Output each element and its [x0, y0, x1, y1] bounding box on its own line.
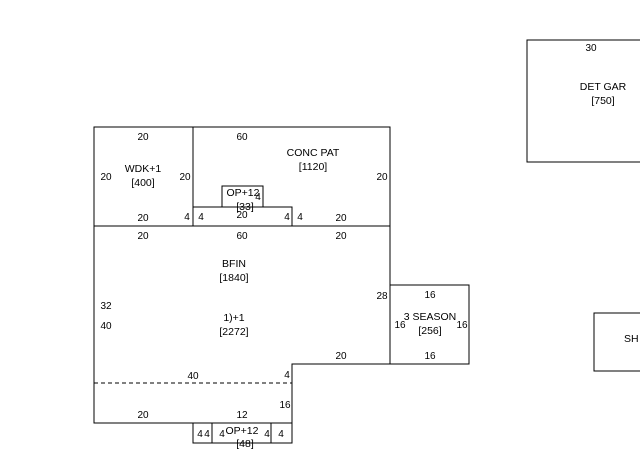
- open-porch-top-outline: [221, 185, 264, 208]
- dim-house-top-right: 20: [335, 231, 347, 242]
- dim-wdk-right: 20: [179, 172, 191, 183]
- dim-open-porch-bottom-a: 4: [197, 429, 203, 440]
- dim-patio-step-left: 4: [184, 212, 190, 223]
- dim-wdk-bottom: 20: [137, 213, 149, 224]
- first-floor-name: 1)+1: [223, 312, 244, 324]
- dim-open-porch-top-width: 20: [236, 210, 248, 221]
- main-house-outline-left: [93, 226, 193, 424]
- dim-three-season-bottom: 16: [424, 351, 436, 362]
- open-porch-bottom-outline: [211, 422, 272, 444]
- dim-dashed-line: 40: [187, 371, 199, 382]
- dim-patio-step-right: 4: [297, 212, 303, 223]
- dim-patio-notch-left: 4: [198, 212, 204, 223]
- dim-open-porch-bottom-e: 4: [278, 429, 284, 440]
- wood-deck-size: [400]: [131, 177, 154, 189]
- dim-patio-top: 60: [236, 132, 248, 143]
- shed-name: SH: [624, 333, 639, 345]
- dim-patio-right: 20: [376, 172, 388, 183]
- dim-patio-bottom-right: 20: [335, 213, 347, 224]
- dim-house-bottom-mid: 12: [236, 410, 248, 421]
- dim-three-season-top: 16: [424, 290, 436, 301]
- dim-open-porch-bottom-b: 4: [204, 429, 210, 440]
- dim-house-top-mid: 60: [236, 231, 248, 242]
- concrete-patio-name: CONC PAT: [287, 147, 340, 159]
- dim-house-right-upper: 28: [376, 291, 388, 302]
- dim-house-left-lower: 40: [100, 321, 112, 332]
- wood-deck-name: WDK+1: [125, 163, 162, 175]
- detached-garage-outline: [526, 39, 640, 163]
- three-season-outline: [389, 284, 470, 365]
- dim-house-left-upper: 32: [100, 301, 112, 312]
- three-season-name: 3 SEASON: [404, 311, 457, 323]
- dim-three-season-right: 16: [456, 320, 468, 331]
- concrete-patio-size: [1120]: [299, 161, 327, 173]
- dim-open-porch-bottom-c: 4: [219, 429, 225, 440]
- open-porch-top-name: OP+12: [227, 187, 260, 199]
- open-porch-top-size: [33]: [236, 201, 254, 213]
- dim-house-bottom-step: 16: [279, 400, 291, 411]
- dim-wdk-left: 20: [100, 172, 112, 183]
- dim-three-season-left: 16: [394, 320, 406, 331]
- dim-house-top-left: 20: [137, 231, 149, 242]
- basement-finished-size: [1840]: [219, 272, 248, 284]
- open-porch-bottom-name: OP+12: [226, 425, 259, 437]
- dim-open-porch-top-side: 4: [255, 192, 261, 203]
- detached-garage-name: DET GAR: [580, 81, 627, 93]
- first-floor-size: [2272]: [219, 326, 248, 338]
- dim-open-porch-bottom-d: 4: [264, 429, 270, 440]
- dim-house-step-right: 20: [335, 351, 347, 362]
- three-season-size: [256]: [418, 325, 441, 337]
- shed-outline: [593, 312, 640, 372]
- dim-patio-notch-right: 4: [284, 212, 290, 223]
- dim-house-step-vertical: 4: [284, 370, 290, 381]
- concrete-patio-outline: [193, 126, 391, 226]
- dim-wdk-top: 20: [137, 132, 149, 143]
- dim-garage-top: 30: [585, 43, 597, 54]
- open-porch-bottom-size: [48]: [236, 438, 254, 450]
- dim-house-bottom-left: 20: [137, 410, 149, 421]
- detached-garage-size: [750]: [591, 95, 614, 107]
- basement-finished-name: BFIN: [222, 258, 246, 270]
